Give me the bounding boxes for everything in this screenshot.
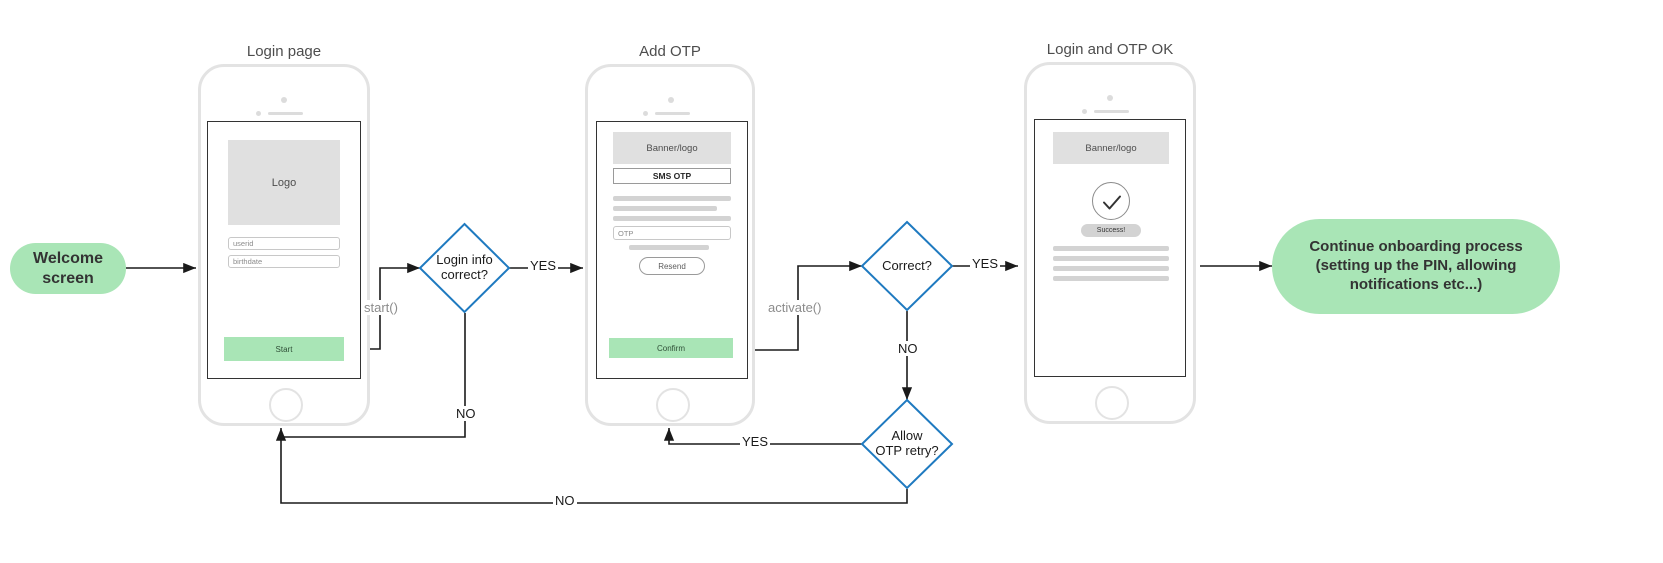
edge-label-start-call: start() [362,300,400,315]
edge-label-login-no: NO [454,406,478,421]
decision-login-line1: Login info [436,252,493,268]
phone-title-login: Login page [246,43,322,60]
phone-sensor-icon [643,111,648,116]
edge-label-retry-no: NO [553,493,577,508]
text-skeleton-line [1053,276,1169,281]
continue-line1: Continue onboarding process [1309,238,1523,256]
decision-allow-retry-label: Allow OTP retry? [862,400,952,488]
decision-otp-line1: Correct? [882,257,932,273]
continue-onboarding-node[interactable]: Continue onboarding process (setting up … [1272,219,1560,314]
phone-speaker-icon [268,112,303,115]
phone-title-success: Login and OTP OK [1046,41,1174,58]
text-skeleton-line [1053,266,1169,271]
check-icon-glyph [1103,195,1121,210]
decision-retry-line1: Allow [891,428,923,444]
edge-label-otp-no: NO [896,341,920,356]
phone-camera-icon [1107,95,1113,101]
status-badge: Success! [1081,224,1141,237]
decision-allow-retry[interactable]: Allow OTP retry? [862,400,952,488]
phone-home-button[interactable] [656,388,690,422]
text-skeleton-line [629,245,709,250]
text-skeleton-line [613,206,717,211]
text-skeleton-line [613,196,731,201]
logo-placeholder: Logo [228,140,340,225]
phone-frame-success: Banner/logo Success! [1024,62,1196,424]
phone-home-button[interactable] [269,388,303,422]
otp-input[interactable]: OTP [613,226,731,240]
welcome-screen-line2: screen [42,269,94,287]
phone-home-button[interactable] [1095,386,1129,420]
phone-sensor-icon [1082,109,1087,114]
sms-otp-header: SMS OTP [613,168,731,184]
decision-otp-correct-label: Correct? [862,222,952,310]
check-icon [1092,182,1130,220]
phone-camera-icon [668,97,674,103]
text-skeleton-line [1053,256,1169,261]
edge-label-login-yes: YES [528,258,559,273]
phone-frame-login: Logo userid birthdate Start [198,64,370,426]
welcome-screen-line1: Welcome [33,249,103,267]
banner-placeholder: Banner/logo [613,132,731,164]
phone-speaker-icon [1094,110,1129,113]
decision-login-line2: correct? [441,267,488,282]
screen-login: Logo userid birthdate Start [207,121,361,379]
banner-placeholder: Banner/logo [1053,132,1169,164]
decision-otp-correct[interactable]: Correct? [862,222,952,310]
birthdate-input[interactable]: birthdate [228,255,340,268]
edge-label-activate-call: activate() [766,300,824,315]
phone-speaker-icon [655,112,690,115]
decision-retry-line2: OTP retry? [875,443,939,458]
screen-otp: Banner/logo SMS OTP OTP Resend Confirm [596,121,748,379]
continue-line3: notifications etc...) [1349,275,1483,293]
resend-button[interactable]: Resend [639,257,705,275]
phone-title-otp: Add OTP [639,43,701,60]
phone-camera-icon [281,97,287,103]
edge-label-retry-yes: YES [740,434,771,449]
screen-success: Banner/logo Success! [1034,119,1186,377]
edge-label-otp-yes: YES [970,256,1001,271]
welcome-screen-node[interactable]: Welcome screen [10,243,126,294]
decision-login-correct[interactable]: Login info correct? [420,224,509,312]
confirm-button[interactable]: Confirm [609,338,733,358]
text-skeleton-line [613,216,731,221]
userid-input[interactable]: userid [228,237,340,250]
decision-login-correct-label: Login info correct? [420,224,509,312]
start-button[interactable]: Start [224,337,344,361]
phone-sensor-icon [256,111,261,116]
edge-retry-no [280,437,908,504]
phone-frame-otp: Banner/logo SMS OTP OTP Resend Confirm [585,64,755,426]
text-skeleton-line [1053,246,1169,251]
continue-line2: (setting up the PIN, allowing [1315,257,1517,275]
